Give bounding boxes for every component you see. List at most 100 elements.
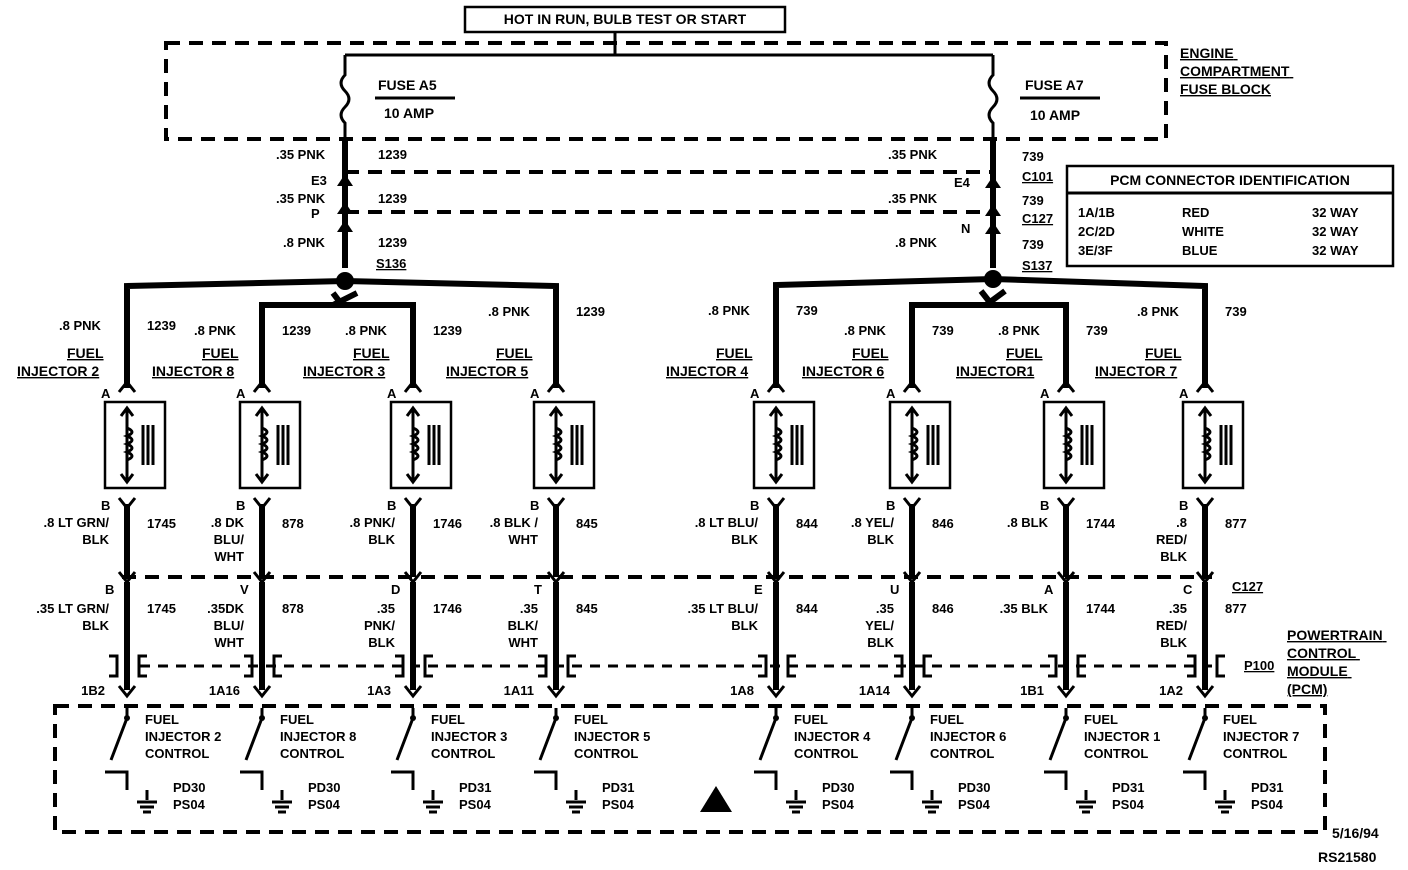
- pcm-switch: [240, 708, 264, 790]
- pcm-switch: [1044, 708, 1068, 790]
- c127-pin-letter: E: [754, 582, 763, 597]
- ground-icon: [137, 790, 157, 814]
- switch-pivot: [553, 715, 559, 721]
- pcm-id-row3-color: BLUE: [1182, 243, 1218, 258]
- pin-a-terminal: [403, 379, 423, 393]
- switch-pivot: [773, 715, 779, 721]
- pcm-id-row3-conn: 3E/3F: [1078, 243, 1113, 258]
- pcm-wire-label: .35 BLK: [1000, 601, 1049, 616]
- pcm-wire-label: .35 LT BLU/BLK: [687, 601, 758, 633]
- pcm-circuit-label: 878: [282, 601, 304, 616]
- injector-output-circuit-label: 1746: [433, 516, 462, 531]
- injector-pin-b: B: [101, 498, 110, 513]
- pin-a-terminal: [1195, 379, 1215, 393]
- connector-p100-label: P100: [1244, 658, 1274, 673]
- fuse-a5-name: FUSE A5: [378, 77, 437, 93]
- injector-feed-wire: [259, 291, 348, 388]
- pcm-terminal: [1195, 685, 1215, 699]
- injector-feed-circuit-label: 1239: [147, 318, 176, 333]
- injector-feed-wire: [909, 289, 999, 388]
- pcm-id-row2-color: WHITE: [1182, 224, 1224, 239]
- pcm-terminal: [403, 685, 423, 699]
- injector-core-icon: [790, 425, 804, 465]
- injector-feed-wire: [331, 290, 416, 388]
- connector-c101: C101: [1022, 169, 1053, 184]
- injector-pin-b: B: [387, 498, 396, 513]
- injector-feed-circuit-label: 739: [1225, 304, 1247, 319]
- pcm-terminal: [117, 685, 137, 699]
- injector-core-icon: [926, 425, 940, 465]
- p100-terminal: [894, 654, 932, 678]
- fuse-a7-name: FUSE A7: [1025, 77, 1084, 93]
- pcm-id-row2-size: 32 WAY: [1312, 224, 1359, 239]
- ground-icon: [922, 790, 942, 814]
- injector-output-circuit-label: 878: [282, 516, 304, 531]
- pcm-label: POWERTRAIN CONTROL MODULE (PCM): [1287, 627, 1387, 697]
- right-w3: .8 PNK: [895, 235, 938, 250]
- injector-feed-circuit-label: 1239: [433, 323, 462, 338]
- pcm-circuit-label: 1746: [433, 601, 462, 616]
- pcm-switch: [105, 708, 129, 790]
- injector-core-icon: [1080, 425, 1094, 465]
- pcm-terminal: [1056, 685, 1076, 699]
- pcm-id-row1-size: 32 WAY: [1312, 205, 1359, 220]
- pcm-circuit-label: 877: [1225, 601, 1247, 616]
- pcm-switch: [754, 708, 778, 790]
- injector-feed-wire: [344, 278, 559, 388]
- ground-icon: [786, 790, 806, 814]
- right-w2: .35 PNK: [888, 191, 938, 206]
- injector-feed-wire-label: .8 PNK: [998, 323, 1041, 338]
- pin-a-terminal: [252, 379, 272, 393]
- injector-pin-a: A: [750, 386, 760, 401]
- left-c3: 1239: [378, 235, 407, 250]
- p100-terminal: [109, 654, 147, 678]
- injector-feed-wire: [976, 288, 1069, 388]
- injector-output-circuit-label: 877: [1225, 516, 1247, 531]
- injector-feed-wire: [773, 276, 994, 388]
- ground-icon: [423, 790, 443, 814]
- p100-terminal: [1048, 654, 1086, 678]
- injector-pin-b: B: [886, 498, 895, 513]
- hot-label: HOT IN RUN, BULB TEST OR START: [504, 11, 747, 27]
- injector-coil-box: [1042, 400, 1106, 490]
- pcm-switch: [391, 708, 415, 790]
- injector-coil-icon: [257, 426, 269, 462]
- injector-pin-b: B: [1040, 498, 1049, 513]
- injector-output-circuit-label: 845: [576, 516, 598, 531]
- pcm-circuit-label: 846: [932, 601, 954, 616]
- right-c127-terminal-b: [985, 222, 1001, 234]
- footer-ref: RS21580: [1318, 849, 1377, 865]
- pcm-terminal: [766, 685, 786, 699]
- right-c1: 739: [1022, 149, 1044, 164]
- pcm-id-table: [1065, 164, 1395, 268]
- right-pin-e4: E4: [954, 175, 971, 190]
- injector-pin-b: B: [750, 498, 759, 513]
- esd-warning-icon: [700, 786, 732, 812]
- left-pin-p: P: [311, 206, 320, 221]
- c127-pin-letter: B: [105, 582, 114, 597]
- p100-terminal: [1187, 654, 1225, 678]
- p100-terminal: [758, 654, 796, 678]
- pcm-id-row2-conn: 2C/2D: [1078, 224, 1115, 239]
- ground-icon: [566, 790, 586, 814]
- left-c127-terminal-b: [337, 220, 353, 232]
- injector-feed-wire: [124, 278, 346, 388]
- pcm-id-row3-size: 32 WAY: [1312, 243, 1359, 258]
- pcm-wire-label: .35 LT GRN/BLK: [36, 601, 109, 633]
